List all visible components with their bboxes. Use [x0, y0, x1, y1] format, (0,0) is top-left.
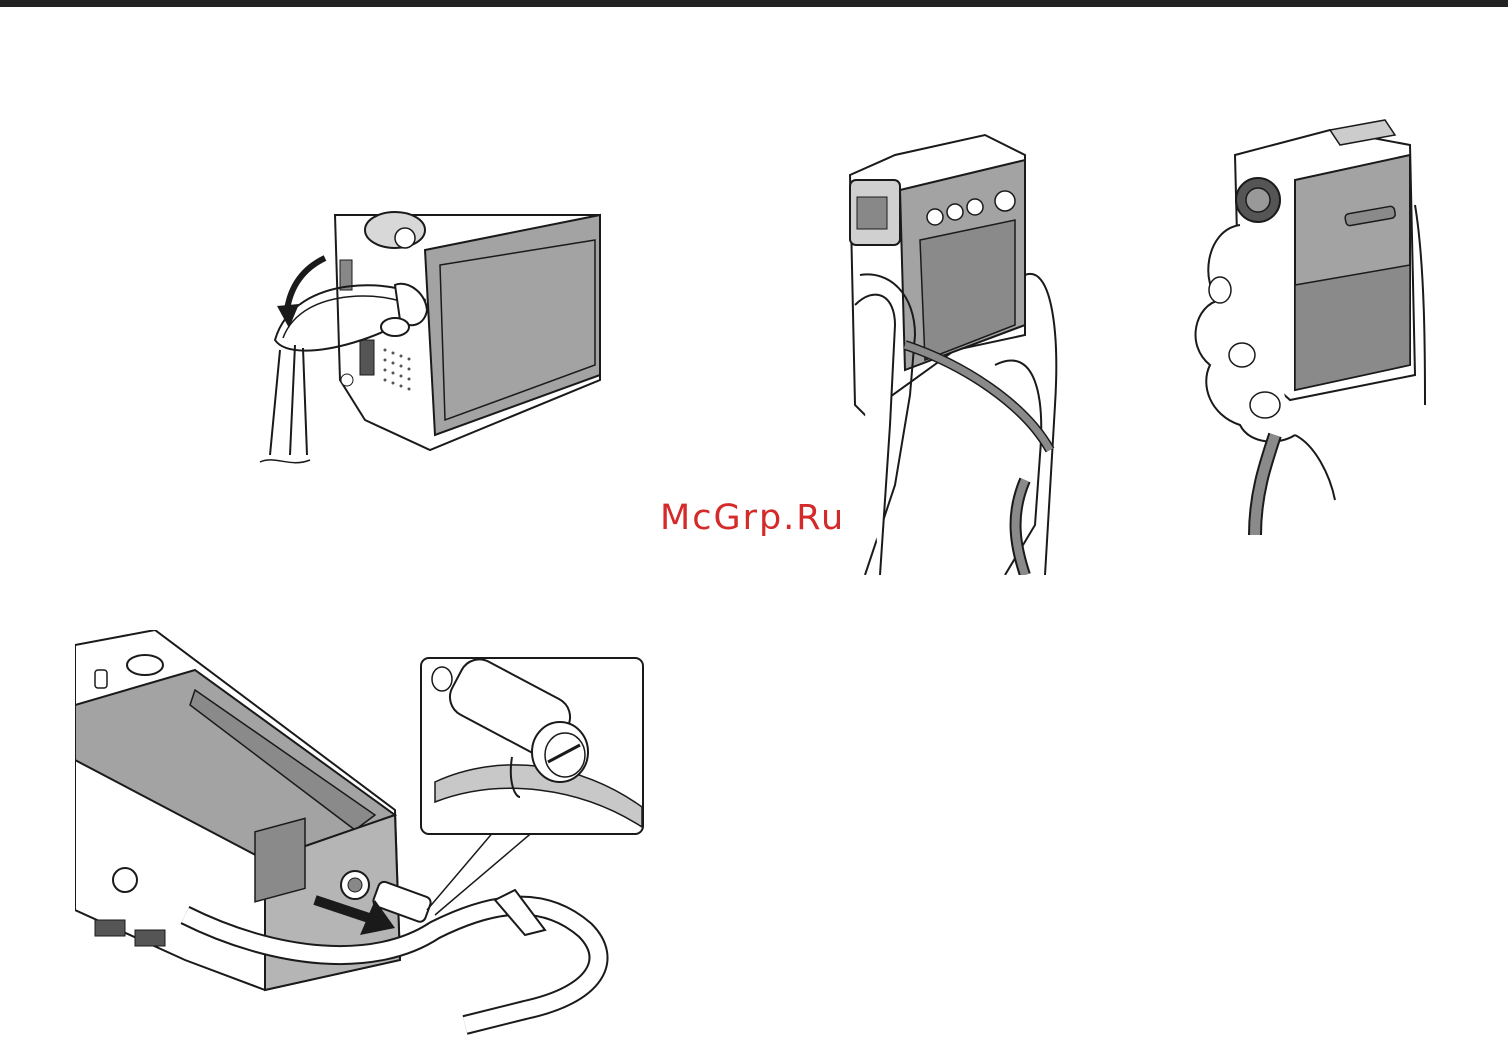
- hold-front-figure: [1180, 115, 1440, 535]
- strap-detail-inset: [420, 657, 645, 837]
- watermark-text: McGrp.Ru: [660, 498, 845, 538]
- hold-side-figure: [835, 125, 1065, 575]
- camcorder-strap-loop-icon: [255, 210, 605, 480]
- hand-holding-camcorder-front-icon: [1180, 115, 1440, 535]
- strap-loop-figure: [255, 210, 605, 480]
- page-top-rule: [0, 0, 1508, 7]
- hand-holding-camcorder-side-icon: [835, 125, 1065, 575]
- strap-pin-detail-icon: [420, 657, 645, 837]
